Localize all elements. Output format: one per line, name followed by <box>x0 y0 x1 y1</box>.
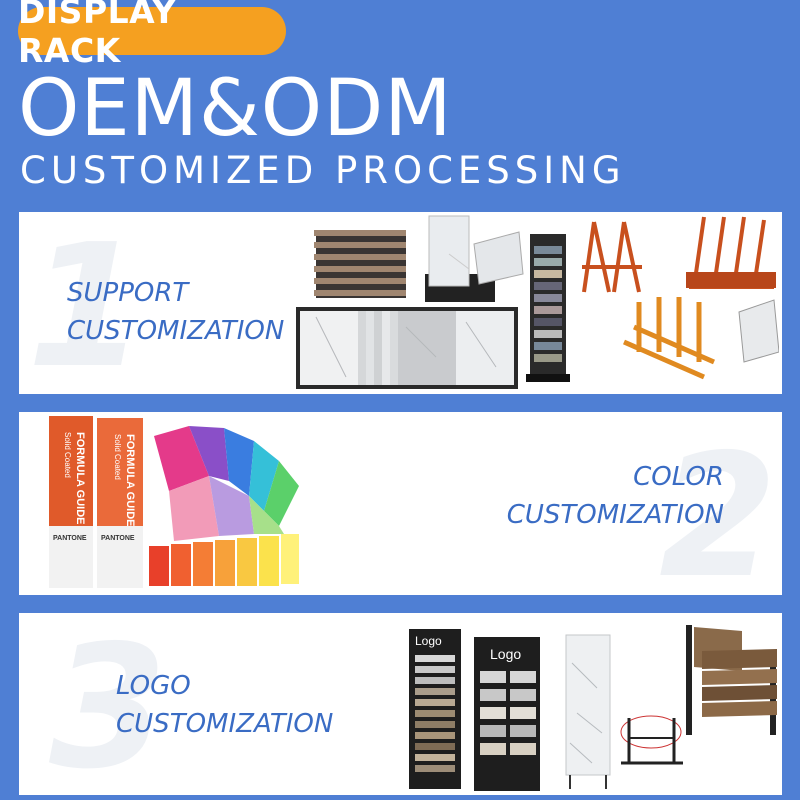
display-rack-badge: DISPLAY RACK <box>18 0 286 70</box>
a-frame-rack-image <box>582 216 779 380</box>
book-title: FORMULA GUIDE <box>74 432 86 524</box>
section-label-line2: CUSTOMIZATION <box>67 316 285 346</box>
small-stand-image <box>620 715 683 765</box>
section-label: SUPPORT CUSTOMIZATION <box>67 274 284 350</box>
book-subtitle-2: Solid Coated <box>113 434 122 480</box>
logo-rack-image-1: Logo <box>409 629 461 789</box>
tile-shelf-rack-image <box>686 625 777 735</box>
book-title-2: FORMULA GUIDE <box>124 434 136 526</box>
drawer-rack-image <box>314 230 406 298</box>
section-number: 1 <box>27 212 146 394</box>
color-customization-panel: 2 COLOR CUSTOMIZATION F <box>19 412 782 595</box>
section-label: LOGO CUSTOMIZATION <box>116 667 333 743</box>
section-label-line2: CUSTOMIZATION <box>506 500 724 530</box>
color-swatch-fan-image: FORMULA GUIDE Solid Coated FORMULA GUIDE… <box>49 416 299 588</box>
marble-panel-stand-image <box>565 634 611 789</box>
logo-rack-image-2: Logo <box>474 637 540 791</box>
tall-tile-display-image <box>526 234 570 382</box>
wing-rack-image <box>425 215 524 302</box>
book-subtitle: Solid Coated <box>63 432 72 478</box>
section-label-line2: CUSTOMIZATION <box>116 709 334 739</box>
section-label-line1: LOGO <box>116 671 191 701</box>
support-customization-panel: 1 SUPPORT CUSTOMIZATION <box>19 212 782 394</box>
section-number: 3 <box>49 613 168 795</box>
slab-display-image <box>296 307 518 389</box>
brand-label: PANTONE <box>53 535 87 542</box>
section-number: 2 <box>659 418 778 595</box>
section-label-line1: COLOR <box>633 462 724 492</box>
logo-customization-panel: 3 LOGO CUSTOMIZATION Logo Logo <box>19 613 782 795</box>
rack-logo-text: Logo <box>415 634 442 648</box>
section-label: COLOR CUSTOMIZATION <box>504 458 724 534</box>
brand-label-2: PANTONE <box>101 535 135 542</box>
page-subtitle: CUSTOMIZED PROCESSING <box>20 149 626 192</box>
rack-logo-text-2: Logo <box>490 646 521 662</box>
page-title: OEM&ODM <box>18 64 453 154</box>
section-label-line1: SUPPORT <box>67 278 189 308</box>
